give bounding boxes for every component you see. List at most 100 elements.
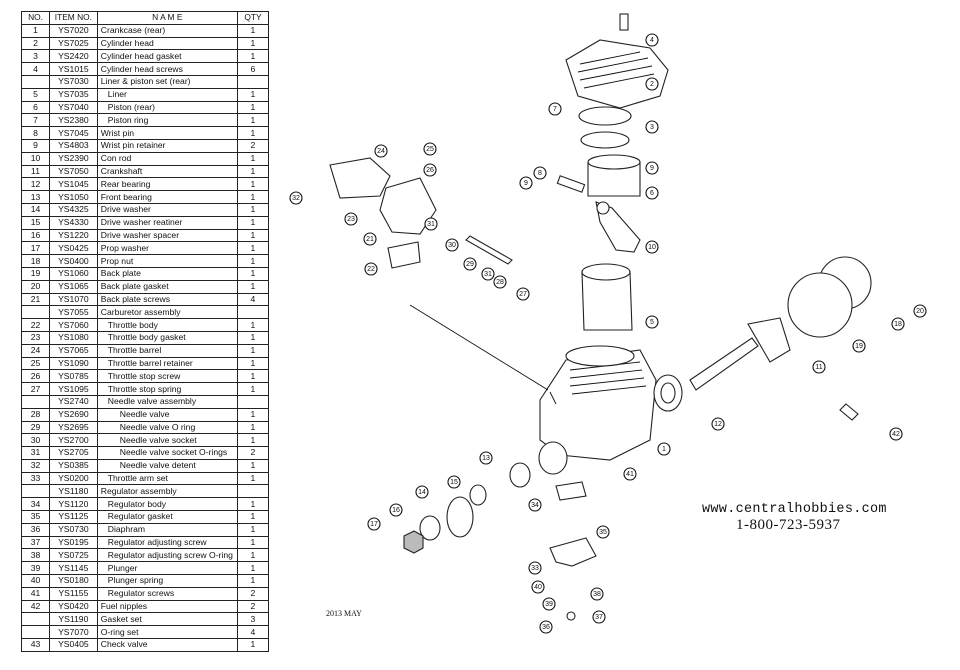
callout-25: 24 [374, 144, 388, 158]
callout-number: 28 [496, 279, 504, 286]
callout-8: 8 [533, 166, 547, 180]
callout-number: 9 [524, 180, 528, 187]
parts-table-header: NO. ITEM NO. N A M E QTY [20, 11, 270, 25]
part-number: 43 [20, 638, 51, 652]
front-hub-drawing [403, 462, 531, 554]
callout-37: 35 [596, 525, 610, 539]
callout-1: 1 [657, 442, 671, 456]
callout-29: 28 [493, 275, 507, 289]
callout-number: 18 [894, 321, 902, 328]
callout-18: 17 [367, 517, 381, 531]
callout-36: 34 [528, 498, 542, 512]
callout-23: 22 [364, 262, 378, 276]
callout-35: 33 [528, 561, 542, 575]
callout-2: 2 [645, 77, 659, 91]
liner-drawing [581, 263, 633, 331]
callout-number: 7 [553, 106, 557, 113]
back-plate-drawing [787, 256, 872, 338]
callout-7: 7 [548, 102, 562, 116]
callout-42: 40 [531, 580, 545, 594]
callout-number: 2 [650, 81, 654, 88]
callout-number: 25 [426, 146, 434, 153]
callout-19: 18 [891, 317, 905, 331]
callout-13: 12 [711, 417, 725, 431]
part-number: 29 [20, 420, 51, 435]
callout-31: 30 [445, 238, 459, 252]
callout-4: 4 [645, 33, 659, 47]
website-text: www.centralhobbies.com [702, 502, 887, 517]
callout-number: 14 [418, 489, 426, 496]
part-number: 9 [20, 138, 51, 153]
callout-number: 19 [855, 343, 863, 350]
callout-number: 9 [650, 165, 654, 172]
callout-number: 29 [466, 261, 474, 268]
callout-10: 9 [519, 176, 533, 190]
callout-22: 21 [363, 232, 377, 246]
callout-11: 10 [645, 240, 659, 254]
con-rod-drawing [595, 201, 641, 253]
callout-6: 6 [645, 186, 659, 200]
assembly-guide-line [409, 304, 557, 405]
callout-number: 32 [292, 195, 300, 202]
callout-number: 33 [531, 565, 539, 572]
callout-labels: 1234567899101112131415161718192021222324… [289, 33, 927, 634]
callout-14: 13 [479, 451, 493, 465]
callout-20: 19 [852, 339, 866, 353]
callout-34: 32 [289, 191, 303, 205]
callout-number: 38 [593, 591, 601, 598]
callout-40: 38 [590, 587, 604, 601]
callout-number: 42 [892, 431, 900, 438]
callout-21: 20 [913, 304, 927, 318]
callout-39: 37 [592, 610, 606, 624]
callout-28: 27 [516, 287, 530, 301]
callout-43: 41 [623, 467, 637, 481]
callout-number: 24 [377, 148, 385, 155]
callout-number: 31 [484, 271, 492, 278]
callout-number: 23 [347, 216, 355, 223]
callout-24: 23 [344, 212, 358, 226]
callout-number: 27 [519, 291, 527, 298]
callout-17: 16 [389, 503, 403, 517]
callout-number: 20 [916, 308, 924, 315]
callout-44: 42 [889, 427, 903, 441]
callout-number: 37 [595, 614, 603, 621]
part-qty: 2 [236, 446, 270, 460]
callout-number: 3 [650, 124, 654, 131]
callout-number: 16 [392, 507, 400, 514]
callout-16: 15 [447, 475, 461, 489]
callout-number: 15 [450, 479, 458, 486]
callout-number: 1 [662, 446, 666, 453]
piston-drawing [556, 154, 641, 197]
callout-number: 11 [815, 364, 822, 371]
callout-number: 30 [448, 242, 456, 249]
callout-12: 11 [812, 360, 826, 374]
callout-33: 31 [481, 267, 495, 281]
callout-number: 41 [626, 471, 634, 478]
callout-number: 13 [482, 455, 490, 462]
callout-number: 26 [426, 167, 434, 174]
callout-26: 25 [423, 142, 437, 156]
part-qty: 1 [236, 638, 270, 652]
phone-number: 1-800-723-5937 [736, 517, 841, 533]
